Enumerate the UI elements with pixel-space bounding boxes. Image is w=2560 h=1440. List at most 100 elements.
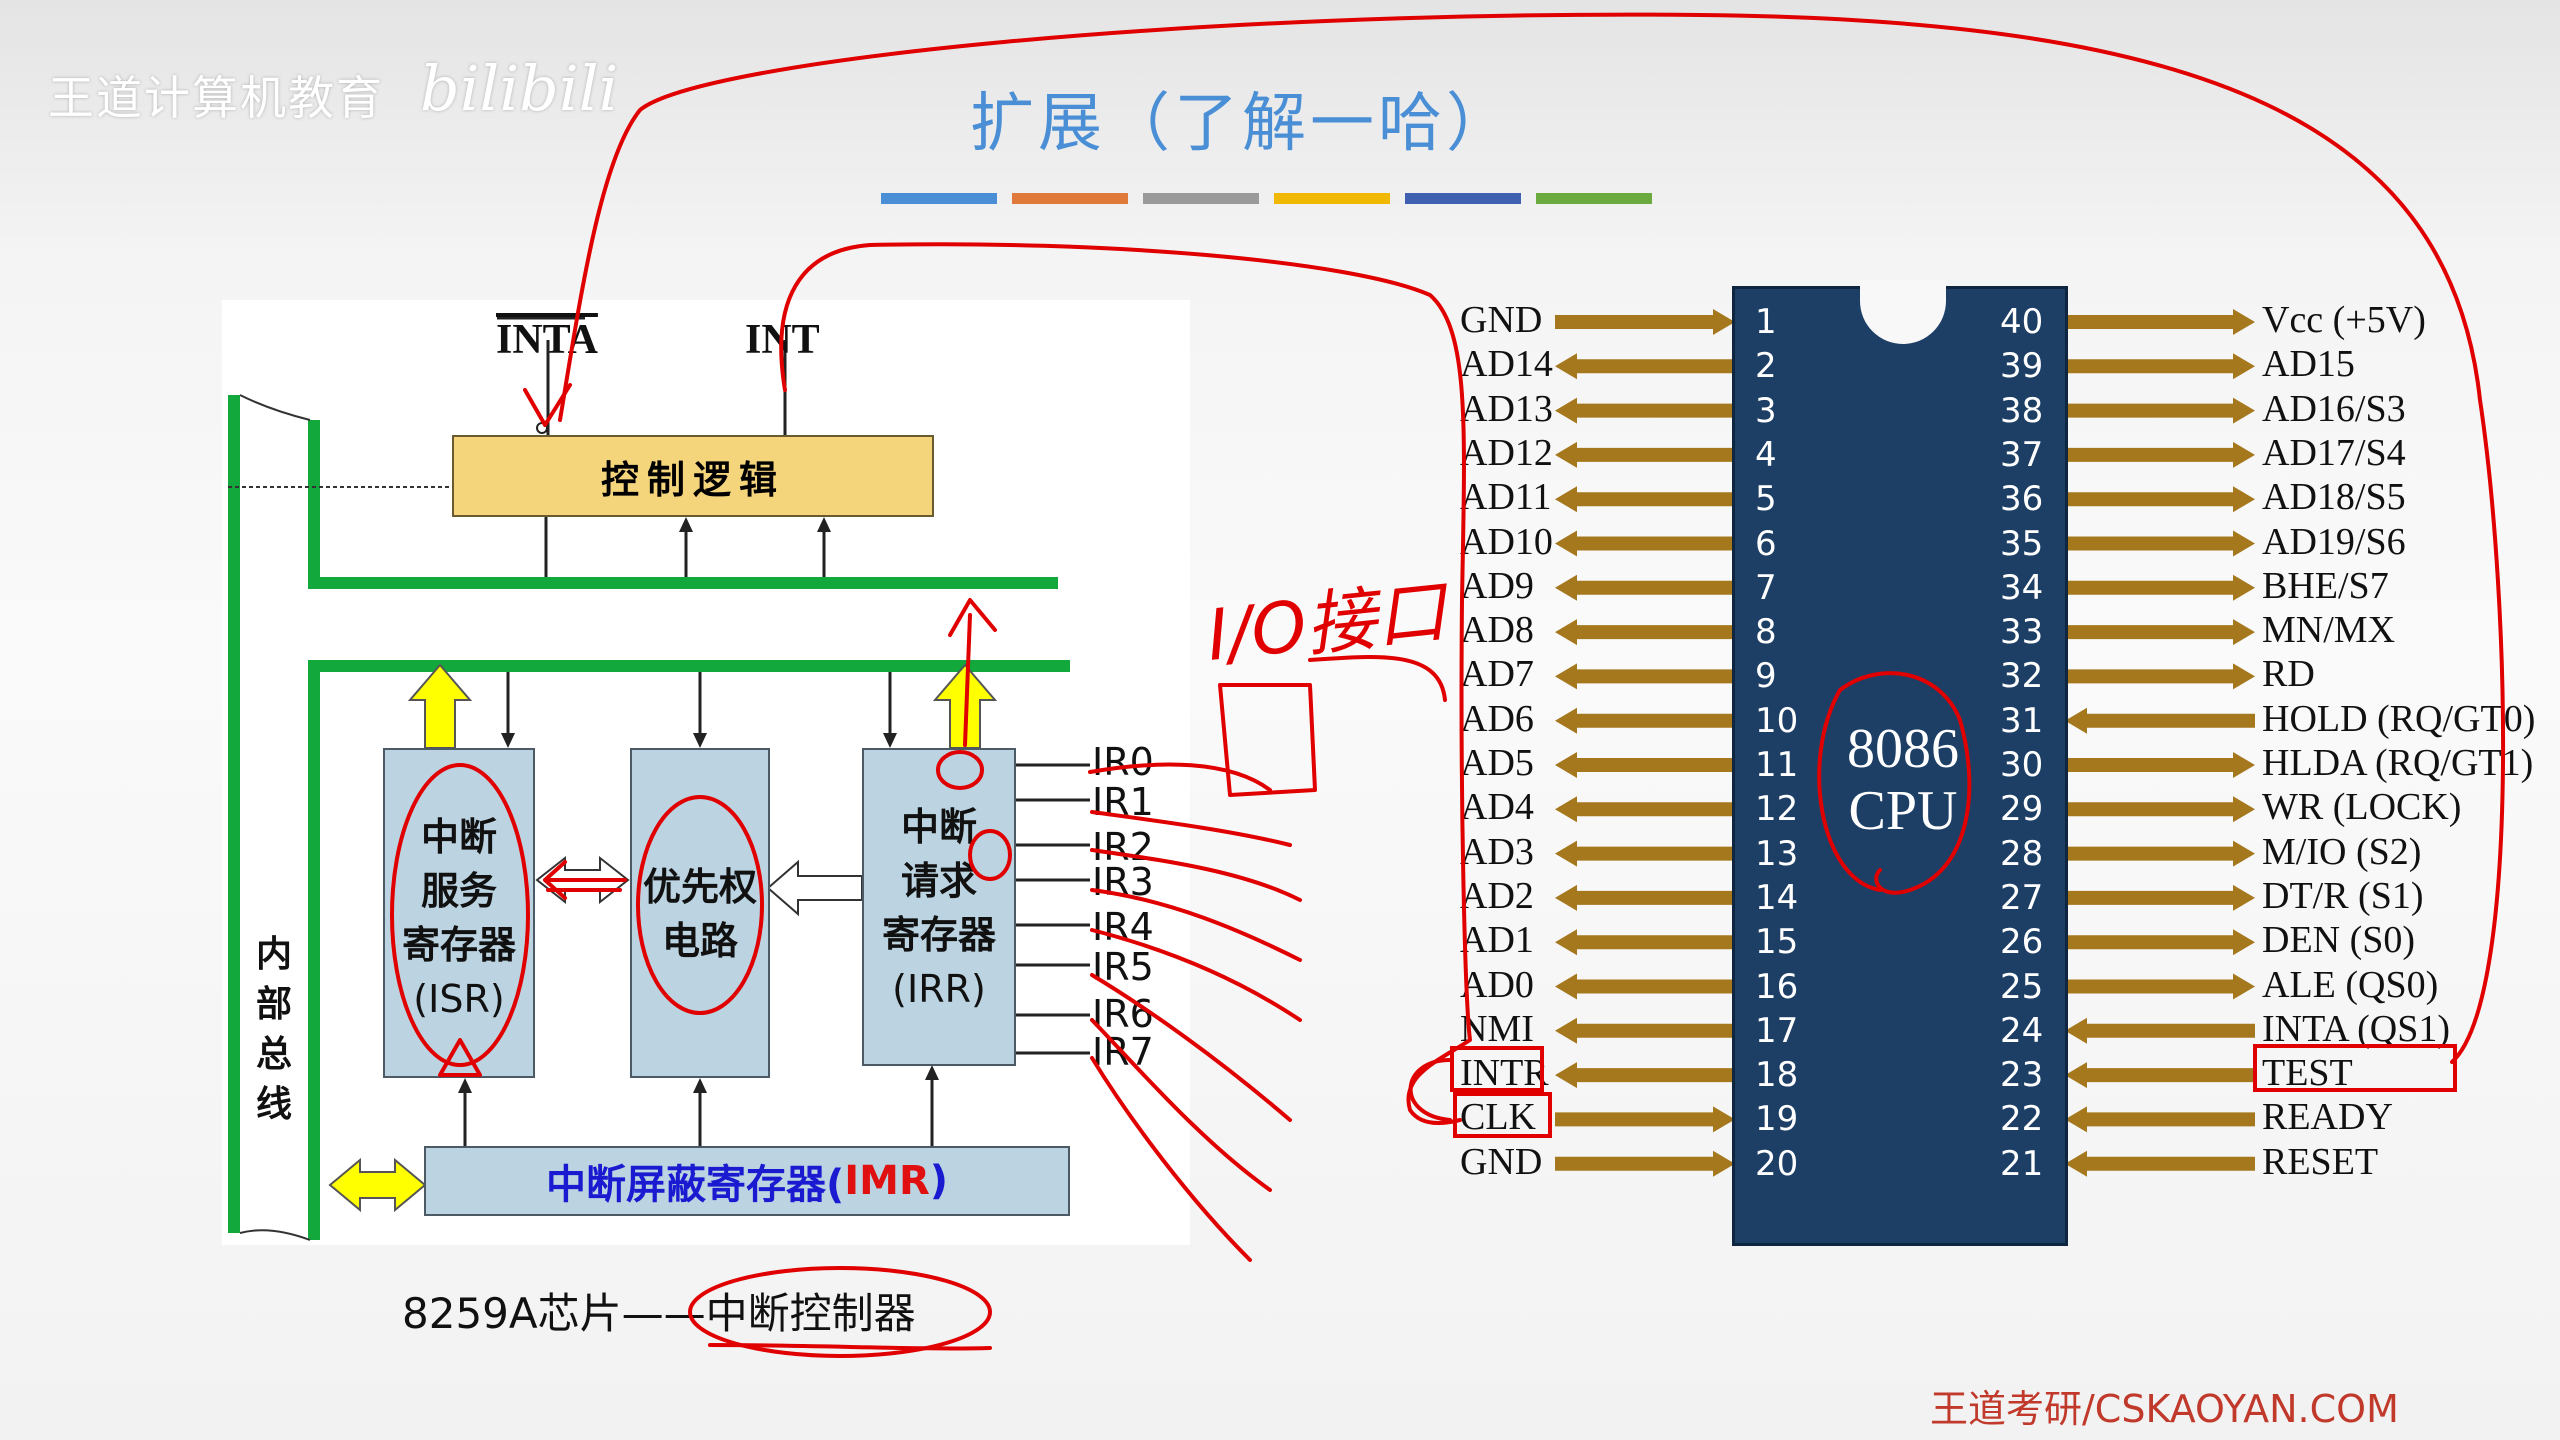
cpu-pin-name-left: AD6: [1460, 697, 1534, 740]
annotation-io-box: [1218, 683, 1317, 797]
color-bar-3: [1143, 193, 1259, 204]
cpu-pin-arrow-left: [1555, 752, 1735, 778]
cpu-pin-arrow-right: [2065, 1150, 2255, 1177]
cpu-pin-name-right: MN/MX: [2262, 609, 2396, 652]
annotation-ir-scribbles: [1088, 762, 1302, 1262]
annotation-cpu-circle: [1817, 671, 1972, 895]
irr-line-1: 中断: [900, 805, 977, 849]
cpu-pin-number-left: 5: [1755, 479, 1777, 520]
cpu-pin-number-left: 16: [1755, 966, 1799, 1007]
internal-bus-char-1: 内: [255, 934, 292, 975]
cpu-pin-name-left: GND: [1460, 1140, 1543, 1183]
cpu-pin-number-left: 2: [1755, 346, 1777, 387]
color-bar-6: [1536, 193, 1652, 204]
cpu-pin-arrow-right: [2065, 486, 2255, 513]
cpu-pin-arrow-right: [2065, 796, 2255, 823]
cpu-pin-number-left: 19: [1755, 1099, 1799, 1140]
cpu-pin-number-left: 9: [1755, 656, 1777, 697]
cpu-pin-number-left: 7: [1755, 567, 1777, 608]
cpu-pin-name-right: INTA (QS1): [2262, 1007, 2450, 1050]
irr-line-2: 请求: [900, 859, 977, 903]
cpu-pin-number-right: 40: [2000, 302, 2044, 342]
cpu-pin-arrow-left: [1555, 1150, 1735, 1177]
cpu-pin-name-left: AD13: [1460, 387, 1553, 430]
annotation-io-text: I/O接口: [1203, 570, 1455, 677]
cpu-pin-arrow-left: [1555, 1017, 1735, 1044]
internal-bus-char-3: 总: [255, 1034, 292, 1075]
annotation-inta-pin-box: [2253, 1044, 2457, 1092]
annotation-intr-box: [1453, 1092, 1552, 1138]
cpu-pin-number-right: 21: [2000, 1143, 2044, 1184]
cpu-pin-number-left: 1: [1755, 302, 1777, 342]
annotation-nmi-box: [1450, 1046, 1544, 1092]
cpu-pin-arrow-left: [1555, 929, 1735, 956]
cpu-pin-arrow-left: [1555, 884, 1735, 911]
cpu-pin-arrow-right: [2065, 840, 2255, 867]
cpu-pin-name-left: NMI: [1460, 1007, 1534, 1050]
cpu-pin-arrow-left: [1555, 574, 1735, 601]
cpu-pin-arrow-left: [1555, 530, 1735, 557]
isr-line-1: 中断: [420, 815, 497, 859]
isr-line-3: 寄存器: [401, 923, 516, 967]
cpu-pin-number-right: 27: [2000, 877, 2044, 918]
cpu-pin-name-right: TEST: [2262, 1052, 2353, 1095]
irr-line-3: 寄存器: [881, 913, 996, 957]
cpu-pin-name-left: AD4: [1460, 786, 1534, 829]
color-bar-2: [1012, 193, 1128, 204]
annotation-irr-circle-1: [936, 750, 984, 790]
cpu-pin-arrow-right: [2065, 397, 2255, 424]
cpu-pin-arrow-left: [1555, 973, 1735, 1000]
cpu-pin-number-right: 25: [2000, 966, 2044, 1007]
annotation-inta-loop: [558, 12, 2506, 1064]
annotation-caption-circle: [688, 1266, 992, 1358]
cpu-pin-name-left: AD11: [1460, 476, 1552, 519]
cpu-pin-number-left: 13: [1755, 833, 1799, 874]
cpu-pin-arrow-left: [1555, 397, 1735, 424]
cpu-pin-arrow-right: [2065, 353, 2255, 380]
cpu-pin-name-left: AD2: [1460, 874, 1534, 917]
cpu-pin-number-left: 14: [1755, 877, 1799, 918]
cpu-pin-arrow-right: [2065, 1017, 2255, 1044]
annotation-int-loop: [779, 242, 1472, 1125]
cpu-pin-arrow-left: [1555, 619, 1735, 646]
cpu-pin-name-right: HOLD (RQ/GT0): [2262, 697, 2536, 740]
color-bar-4: [1274, 193, 1390, 204]
cpu-pin-number-right: 24: [2000, 1010, 2044, 1051]
ir4-label: IR4: [1092, 905, 1154, 949]
annotation-io-line: [1308, 654, 1447, 702]
cpu-pin-name-right: WR (LOCK): [2262, 786, 2462, 829]
cpu-pin-number-right: 33: [2000, 612, 2044, 653]
cpu-pin-arrow-right: [2065, 884, 2255, 911]
brand-footer: 王道考研/CSKAOYAN.COM: [1930, 1387, 2399, 1431]
annotation-inta-arrowhead: [523, 383, 572, 427]
cpu-pin-name-right: AD19/S6: [2262, 520, 2406, 563]
cpu-pin-number-left: 3: [1755, 390, 1777, 431]
cpu-pin-name-right: AD15: [2262, 343, 2355, 386]
cpu-label-line-2: CPU: [1848, 780, 1958, 842]
cpu-pin-arrow-right: [2065, 574, 2255, 601]
cpu-pin-number-right: 23: [2000, 1055, 2044, 1096]
priority-resolver-block: 优先权 电路: [630, 748, 770, 1078]
cpu-pin-number-right: 31: [2000, 700, 2044, 741]
annotation-red-double-arrow: [543, 860, 627, 900]
ir2-label: IR2: [1092, 825, 1154, 869]
cpu-pin-name-left: AD0: [1460, 963, 1534, 1006]
cpu-pin-arrow-left: [1555, 353, 1735, 380]
cpu-pin-name-right: DT/R (S1): [2262, 874, 2424, 917]
internal-bus-char-2: 部: [255, 984, 292, 1025]
cpu-pin-number-left: 17: [1755, 1010, 1799, 1051]
cpu-pin-arrow-left: [1555, 486, 1735, 513]
annotation-isr-circle: [390, 763, 530, 1067]
irr-line-4: (IRR): [892, 967, 986, 1011]
cpu-pin-number-right: 38: [2000, 390, 2044, 431]
cpu-pin-name-right: AD18/S5: [2262, 476, 2406, 519]
watermark-text: 王道计算机教育: [48, 71, 384, 125]
cpu-pin-arrow-right: [2065, 619, 2255, 646]
cpu-pin-number-left: 10: [1755, 700, 1799, 741]
cpu-pin-number-left: 11: [1755, 745, 1799, 785]
cpu-pin-arrow-left: [1555, 441, 1735, 468]
cpu-pin-arrow-left: [1555, 663, 1735, 690]
cpu-pin-number-left: 4: [1755, 434, 1777, 475]
